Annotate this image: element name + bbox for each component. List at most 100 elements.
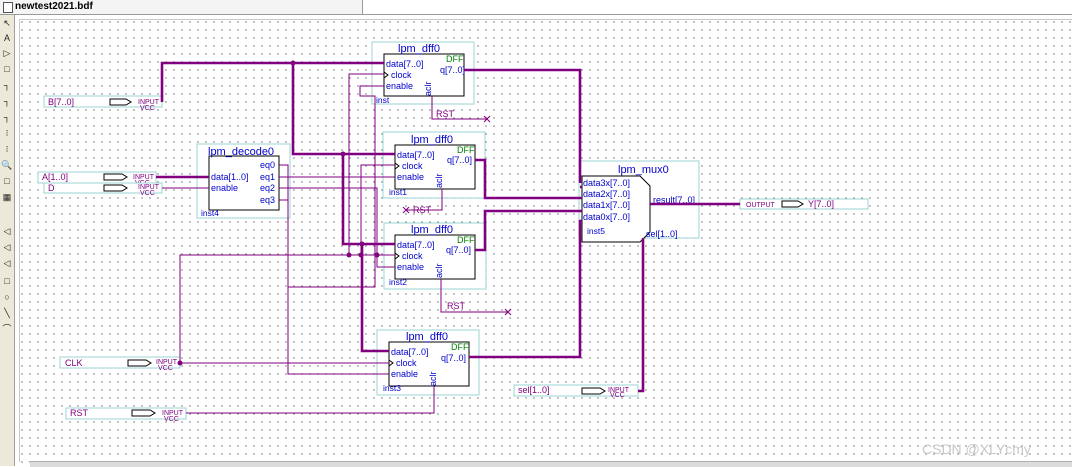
zoom-tool-icon[interactable]: 🔍 — [1, 160, 13, 170]
dff-inst-port-clock: clock — [391, 70, 412, 80]
dff-inst2-body — [394, 234, 476, 280]
mux-port-sel: sel[1..0] — [646, 229, 678, 239]
mux-port-result: result[7..0] — [653, 195, 695, 205]
use-rubberbanding-icon[interactable]: ⁝ — [5, 128, 9, 138]
pin-d-sub: VCC — [140, 190, 155, 197]
junctions — [177, 60, 380, 366]
pin-sel[interactable]: sel[1..0] INPUT VCC — [513, 384, 639, 399]
orthogonal-bus-tool-icon[interactable]: ┐ — [3, 96, 11, 106]
horizontal-scrollbar[interactable] — [30, 461, 1072, 467]
decoder-port-eq0: eq0 — [260, 160, 275, 170]
orthogonal-conduit-tool-icon[interactable]: ┐ — [3, 112, 11, 122]
arc-tool-icon[interactable]: ⌒ — [2, 324, 12, 334]
dff-inst1-instance: inst1 — [389, 187, 407, 197]
oval-tool-icon[interactable]: ○ — [4, 292, 10, 302]
dff-inst2-clock-triangle — [394, 252, 400, 260]
bus-q-inst-to-mux — [464, 68, 582, 183]
find-icon[interactable]: ▦ — [2, 192, 12, 202]
dff-inst-tag: DFF — [446, 54, 464, 64]
dff-inst2-tag: DFF — [457, 235, 475, 245]
document-title: newtest2021.bdf — [15, 1, 93, 12]
dff-inst2-port-q: q[7..0] — [446, 245, 471, 255]
junction-dot — [359, 241, 365, 247]
dff-inst-port-aclr: aclr — [423, 81, 433, 96]
decoder-inst4[interactable]: lpm_decode0 data[1..0] enable eq0 eq1 eq… — [196, 143, 291, 219]
pin-rst-type: INPUT — [162, 410, 184, 417]
flip-vertical-icon[interactable]: ◁ — [3, 242, 11, 252]
pin-y[interactable]: OUTPUT Y[7..0] — [739, 198, 869, 210]
title-bar: newtest2021.bdf — [0, 0, 1072, 15]
decoder-instance: inst4 — [201, 208, 219, 218]
line-tool-icon[interactable]: ╲ — [4, 308, 10, 318]
dff-inst2-title: lpm_dff0 — [411, 224, 453, 236]
wire-clk-to-inst1 — [360, 164, 395, 255]
mux-body — [581, 175, 651, 243]
dff-inst2-instance: inst2 — [389, 277, 407, 287]
dff-inst1-port-clock: clock — [402, 161, 423, 171]
net-label-rst-inst2: RST — [447, 301, 466, 311]
pin-clk-sub: VCC — [158, 365, 173, 372]
dff-inst3-body — [388, 341, 470, 387]
junction-dot — [358, 252, 364, 258]
dff-inst3-port-data: data[7..0] — [391, 347, 429, 357]
dff-inst2-port-data: data[7..0] — [397, 240, 435, 250]
bus-q-inst3-to-mux — [469, 219, 582, 359]
dff-inst1-tag: DFF — [457, 145, 475, 155]
decoder-port-eq3: eq3 — [260, 195, 275, 205]
dff-inst-port-enable: enable — [386, 81, 413, 91]
pin-d-type: INPUT — [138, 184, 160, 191]
dff-inst2[interactable]: lpm_dff0 DFF data[7..0] clock enable q[7… — [383, 222, 487, 290]
dff-inst2-port-enable: enable — [397, 262, 424, 272]
pin-rst-sub: VCC — [164, 416, 179, 423]
dff-inst-body — [383, 53, 465, 97]
selection-tool-icon[interactable]: ↖ — [3, 18, 11, 28]
rectangle-tool-icon[interactable]: □ — [4, 276, 10, 286]
pin-d[interactable]: D INPUT VCC — [43, 182, 163, 197]
document-tab[interactable]: newtest2021.bdf — [0, 0, 363, 14]
block-editor-toolbar: ↖ A ▷ □ ┐ ┐ ┐ ⁝ ⁝ 🔍 □ ▦ ◁ ◁ ◁ □ ○ ╲ ⌒ — [0, 15, 15, 466]
mux-port-data3x: data3x[7..0] — [583, 178, 630, 188]
text-tool-icon[interactable]: A — [3, 33, 10, 43]
dff-inst-port-q: q[7..0] — [440, 65, 465, 75]
no-connect-icon — [402, 206, 410, 214]
decoder-port-enable: enable — [211, 183, 238, 193]
dff-inst1-title: lpm_dff0 — [411, 134, 453, 146]
partial-line-selection-icon[interactable]: ⁝ — [5, 144, 9, 154]
dff-inst1-port-enable: enable — [397, 172, 424, 182]
dff-inst-port-data: data[7..0] — [386, 59, 424, 69]
watermark: CSDN @XLYcmy — [922, 441, 1031, 457]
full-screen-icon[interactable]: □ — [4, 176, 10, 186]
flip-horizontal-icon[interactable]: ◁ — [3, 226, 11, 236]
pin-clk[interactable]: CLK INPUT VCC — [59, 356, 181, 372]
block-tool-icon[interactable]: □ — [4, 64, 10, 74]
wire-eq2-to-inst2 — [279, 187, 395, 268]
dff-inst3[interactable]: lpm_dff0 DFF data[7..0] clock enable q[7… — [376, 329, 480, 396]
mux-inst5[interactable]: lpm_mux0 data3x[7..0] data2x[7..0] data1… — [578, 160, 700, 243]
pin-b[interactable]: B[7..0] INPUT VCC — [43, 95, 163, 112]
mux-instance: inst5 — [587, 226, 605, 236]
pin-b-arrow-icon — [109, 98, 132, 106]
dff-inst1-port-aclr: aclr — [434, 173, 444, 188]
rotate-icon[interactable]: ◁ — [3, 258, 11, 268]
wire-aclr-inst2 — [440, 279, 508, 313]
wire-clk-to-inst — [348, 73, 384, 255]
pin-b-name: B[7..0] — [48, 97, 74, 107]
pin-rst[interactable]: RST INPUT VCC — [65, 407, 187, 423]
mux-title: lpm_mux0 — [618, 164, 669, 176]
decoder-title: lpm_decode0 — [208, 146, 274, 158]
dff-inst1-port-q: q[7..0] — [447, 155, 472, 165]
pin-rst-name: RST — [70, 408, 89, 418]
sheet-border — [19, 19, 1072, 462]
dff-inst1[interactable]: lpm_dff0 DFF data[7..0] clock enable q[7… — [382, 131, 486, 199]
symbol-tool-icon[interactable]: ▷ — [3, 48, 11, 58]
orthogonal-node-tool-icon[interactable]: ┐ — [3, 80, 11, 90]
bus-b-to-inst2 — [341, 154, 395, 246]
mux-port-data1x: data1x[7..0] — [583, 200, 630, 210]
wire-eq0-to-inst — [279, 85, 384, 288]
dff-inst[interactable]: lpm_dff0 DFF data[7..0] clock enable q[7… — [371, 41, 475, 105]
junction-dot — [346, 252, 352, 258]
bus-q-inst2-to-mux — [475, 209, 582, 252]
signal-wires — [162, 73, 512, 414]
pin-a-name: A[1..0] — [42, 172, 68, 182]
dff-inst3-port-enable: enable — [391, 369, 418, 379]
